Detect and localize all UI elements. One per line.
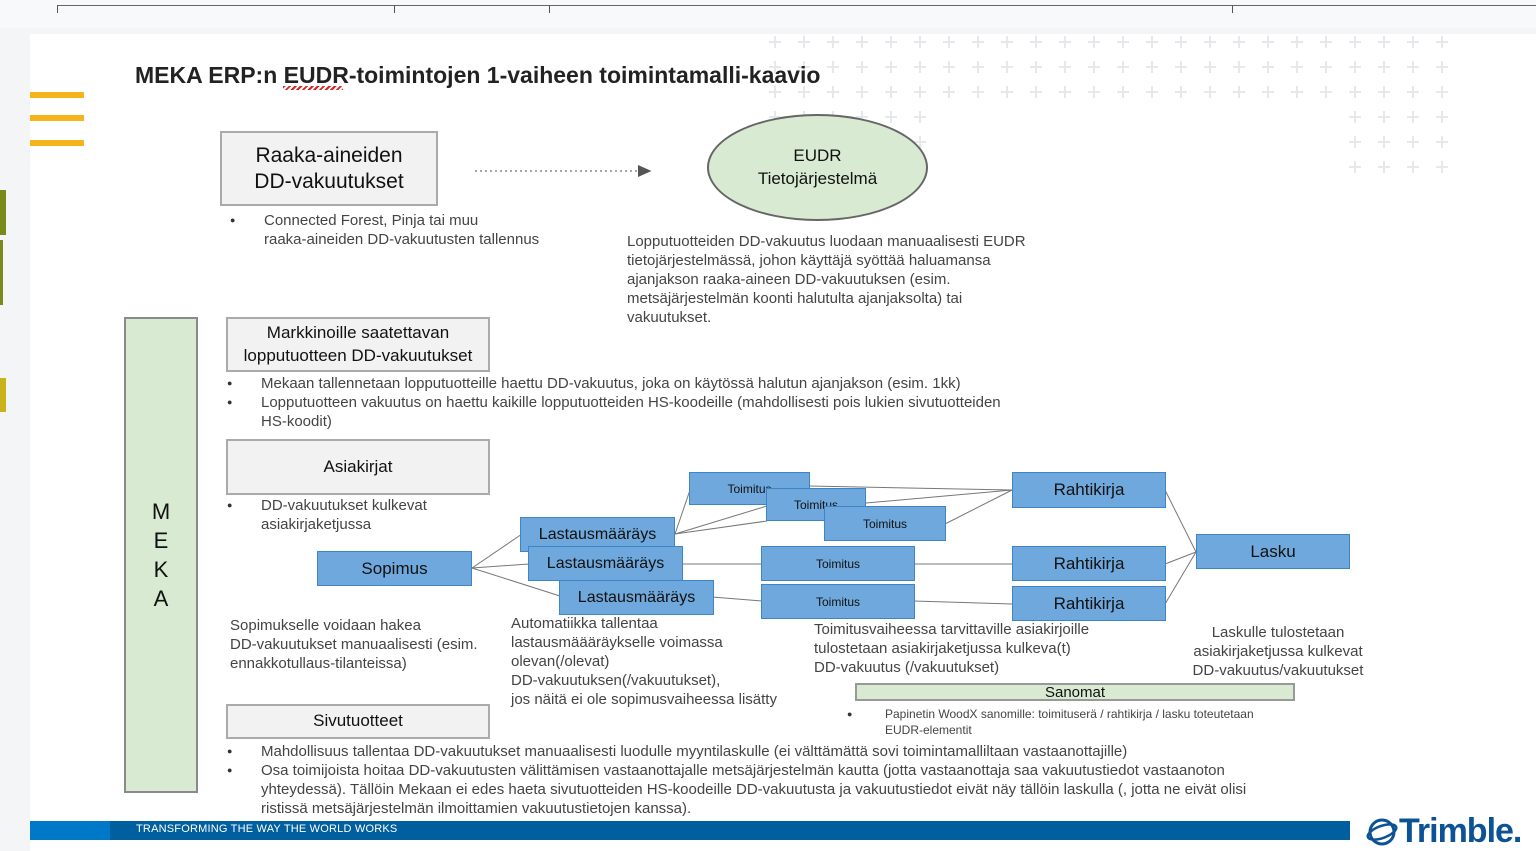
raw-materials-note: Connected Forest, Pinja tai muu raaka-ai… — [228, 211, 628, 249]
sanomat-note-list: Papinetin WoodX sanomille: toimituserä /… — [845, 706, 1325, 738]
footer-tagline: TRANSFORMING THE WAY THE WORLD WORKS — [136, 823, 398, 835]
top-ruler — [0, 0, 1536, 28]
toimitus-box: Toimitus — [824, 506, 946, 541]
documents-note: DD-vakuutukset kulkevat asiakirjaketjuss… — [225, 496, 505, 534]
documents-box: Asiakirjat — [226, 439, 490, 495]
sanomat-note: Papinetin WoodX sanomille: toimituserä /… — [845, 706, 1325, 738]
lasku-note: Laskulle tulostetaan asiakirjaketjussa k… — [1192, 624, 1364, 679]
lastausmaarays-box: Lastausmääräys — [559, 580, 714, 615]
menu-bar-decoration — [30, 140, 84, 146]
byproducts-box: Sivutuotteet — [226, 704, 490, 739]
trimble-logo-text: Trimble. — [1399, 812, 1522, 850]
meka-letter: K — [153, 557, 169, 582]
menu-bar-decoration — [30, 92, 84, 98]
page-title: MEKA ERP:n EUDR-toimintojen 1-vaiheen to… — [135, 62, 821, 88]
trimble-globe-icon — [1366, 818, 1398, 845]
toimitus-box: Toimitus — [761, 546, 915, 581]
eudr-system-ellipse: EUDR Tietojärjestelmä — [707, 114, 928, 221]
lastausmaarays-box: Lastausmääräys — [528, 546, 683, 581]
sopimus-note: Sopimukselle voidaan hakea DD-vakuutukse… — [230, 617, 478, 672]
raw-materials-note-list: Connected Forest, Pinja tai muu raaka-ai… — [228, 211, 628, 249]
meka-column: M E K A — [124, 317, 198, 793]
edge-fragment — [0, 190, 6, 235]
final-product-note: Mekaan tallennetaan lopputuotteille haet… — [225, 374, 1125, 393]
slide: MEKA ERP:n EUDR-toimintojen 1-vaiheen to… — [30, 34, 1536, 851]
byproducts-note-list: Mahdollisuus tallentaa DD-vakuutukset ma… — [225, 742, 1345, 818]
toimitus-box: Toimitus — [761, 584, 915, 619]
final-product-note-list: Mekaan tallennetaan lopputuotteille haet… — [225, 374, 1125, 431]
edge-fragment — [0, 240, 3, 305]
meka-letter: E — [153, 528, 169, 553]
eudr-note: Lopputuotteiden DD-vakuutus luodaan manu… — [627, 233, 1026, 326]
byproducts-note: Osa toimijoista hoitaa DD-vakuutusten vä… — [225, 761, 1345, 818]
meka-letter: M — [151, 499, 171, 524]
meka-letter: A — [153, 586, 169, 611]
connector-lines — [471, 165, 1197, 605]
toimitus-note: Toimitusvaiheessa tarvittaville asiakirj… — [814, 621, 1090, 676]
documents-note-list: DD-vakuutukset kulkevat asiakirjaketjuss… — [225, 496, 505, 534]
sopimus-box: Sopimus — [317, 551, 472, 586]
sanomat-box: Sanomat — [855, 683, 1295, 701]
final-product-dd-box: Markkinoille saatettavan lopputuotteen D… — [226, 317, 490, 372]
rahtikirja-box: Rahtikirja — [1012, 472, 1166, 508]
flow-lines — [471, 485, 1197, 605]
spellcheck-underline — [283, 86, 343, 90]
final-product-note: Lopputuotteen vakuutus on haettu kaikill… — [225, 393, 1125, 431]
lastausmaarays-note: Automatiikka tallentaa lastausmäääräykse… — [511, 615, 777, 708]
edge-fragment — [0, 378, 6, 412]
footer-bar: TRANSFORMING THE WAY THE WORLD WORKS — [30, 821, 1350, 840]
trimble-logo: Trimble. — [1365, 812, 1522, 851]
menu-bar-decoration — [30, 115, 84, 121]
lasku-box: Lasku — [1196, 534, 1350, 569]
raw-materials-dd-box: Raaka-aineiden DD-vakuutukset — [220, 131, 438, 206]
rahtikirja-box: Rahtikirja — [1012, 586, 1166, 621]
byproducts-note: Mahdollisuus tallentaa DD-vakuutukset ma… — [225, 742, 1345, 761]
rahtikirja-box: Rahtikirja — [1012, 546, 1166, 581]
